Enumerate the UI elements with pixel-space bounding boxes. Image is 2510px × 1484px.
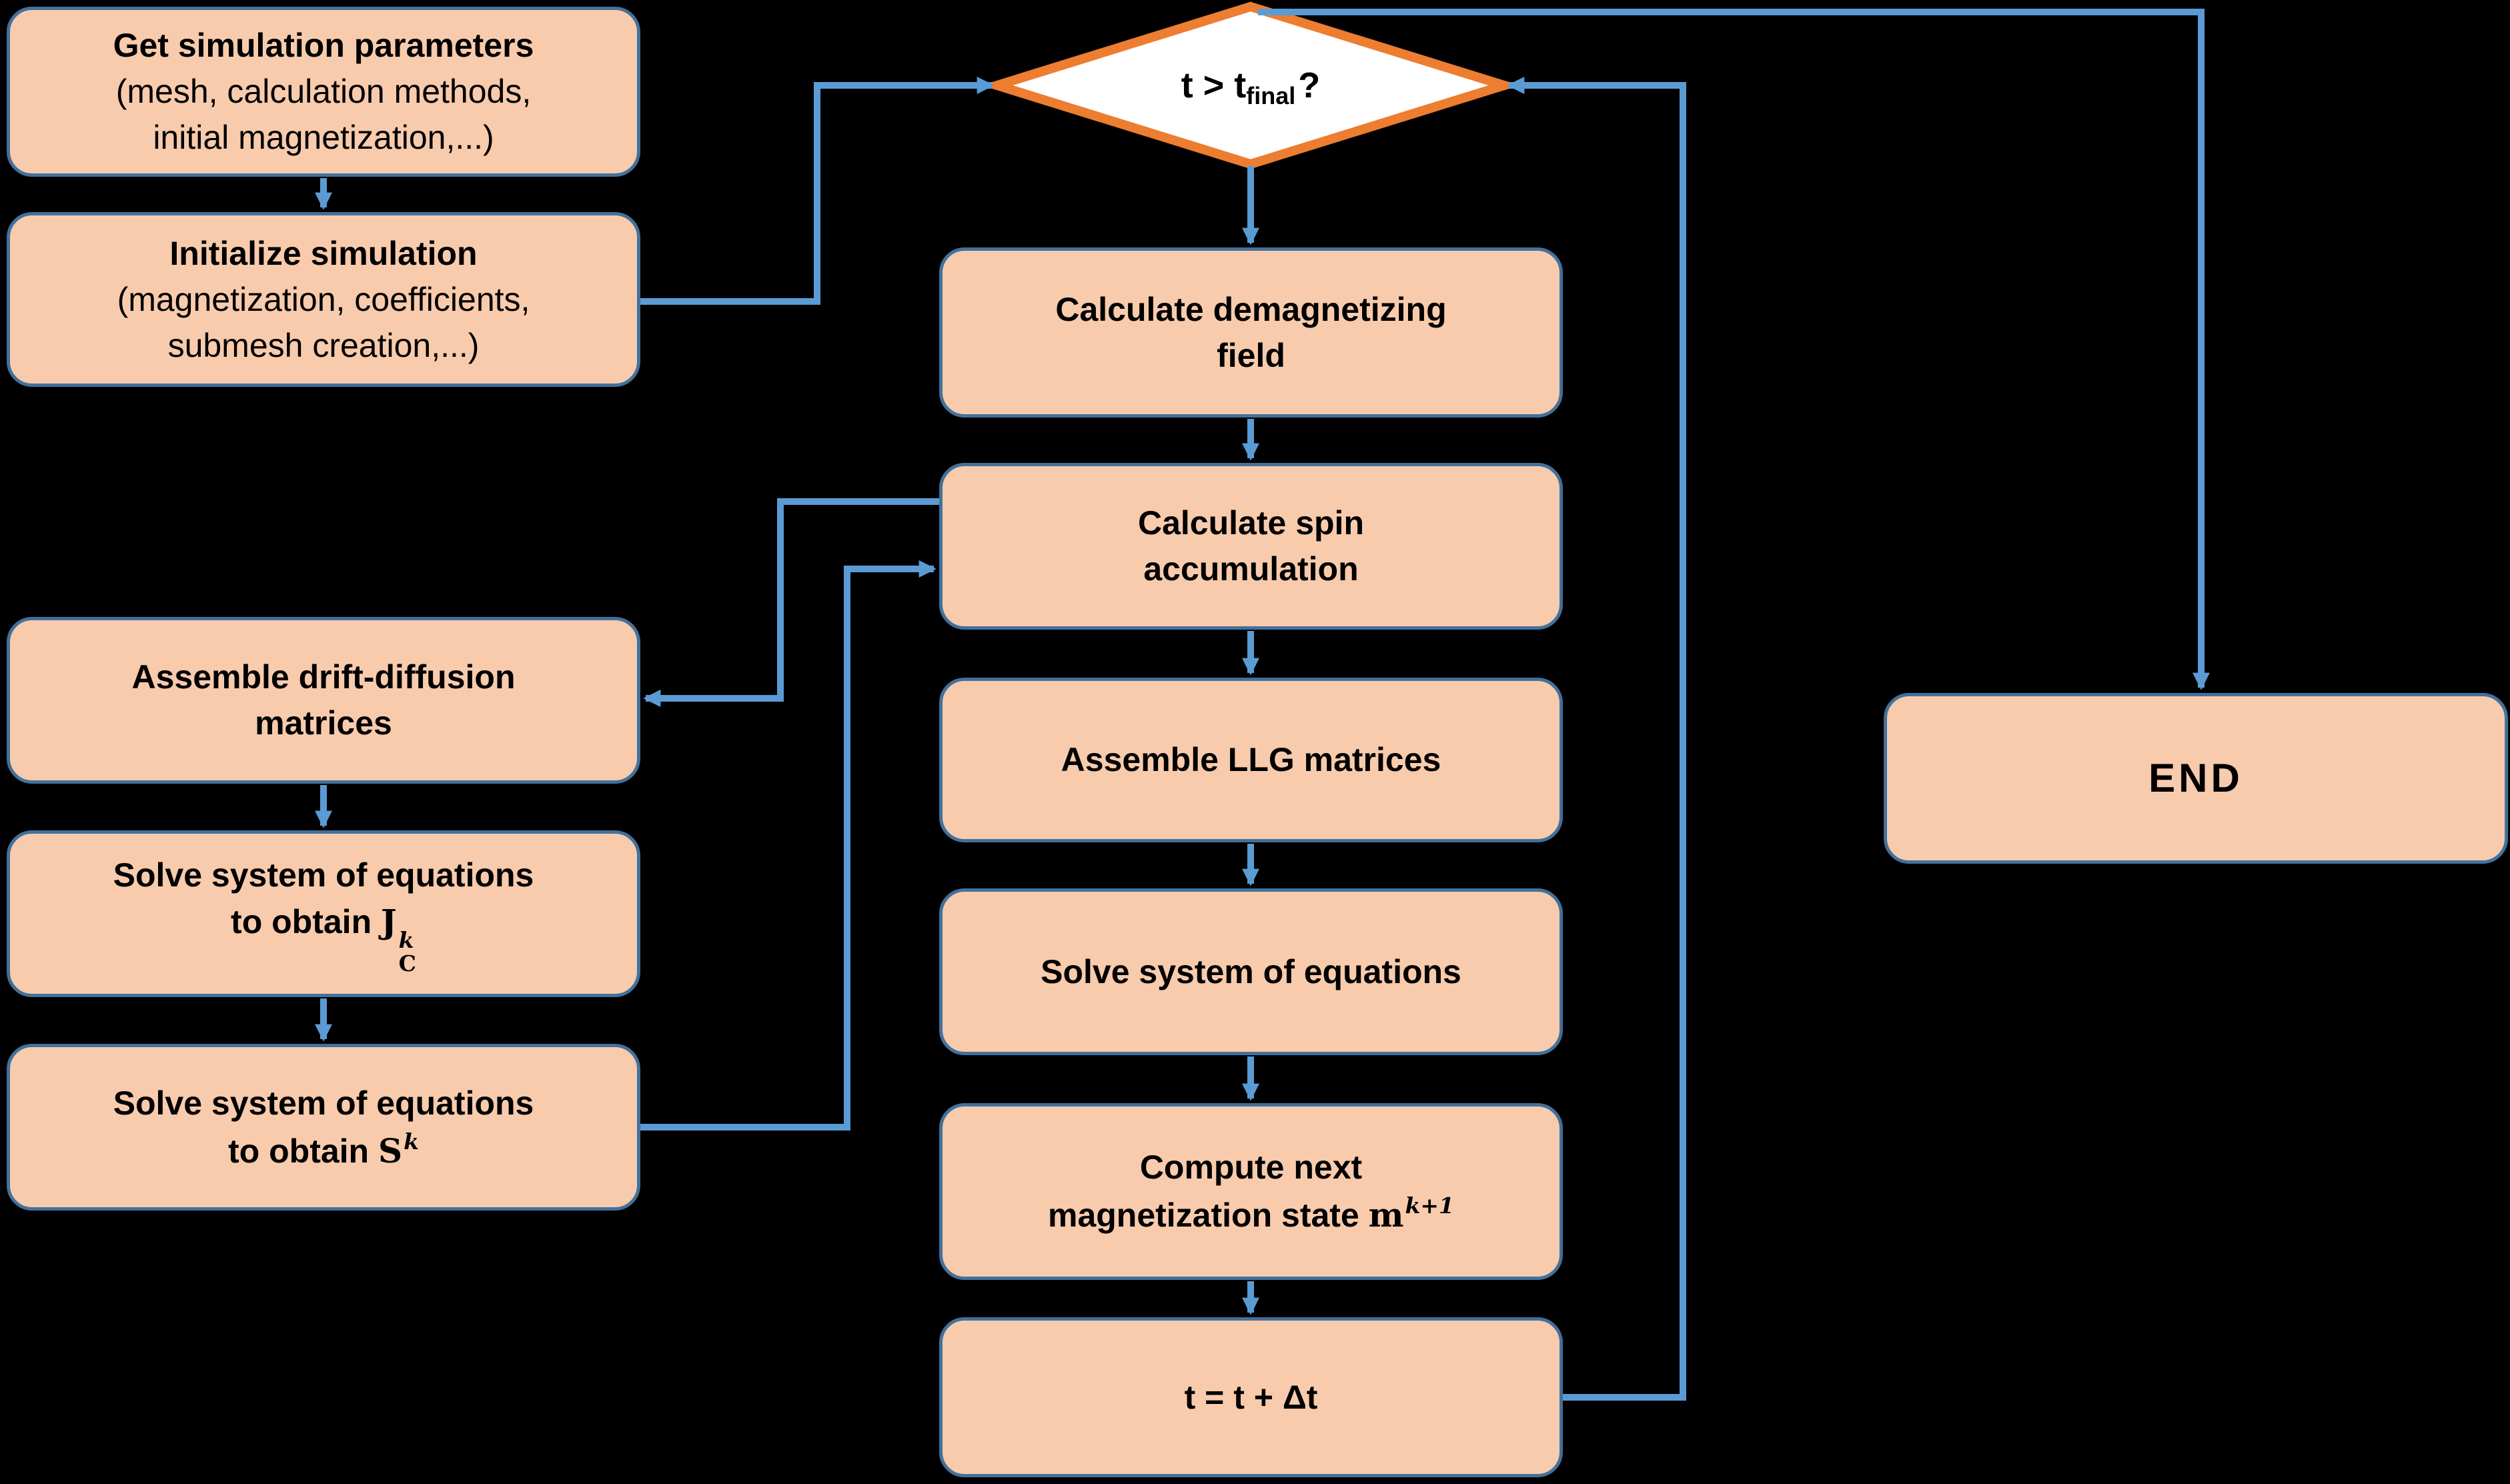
connector-tstep-to-decision	[1507, 77, 1686, 1401]
node-detail-line: initial magnetization,...)	[153, 119, 494, 156]
node-assemble-llg-matrices: Assemble LLG matrices	[939, 678, 1563, 842]
node-label-line: Assemble drift-diffusion	[131, 658, 516, 696]
node-detail-line: (magnetization, coefficients,	[117, 280, 530, 318]
math-symbol-m: mk+1	[1369, 1191, 1454, 1238]
node-label-prefix: to obtain	[228, 1132, 378, 1170]
math-base: m	[1368, 1195, 1404, 1235]
math-superscript: k	[404, 1128, 419, 1155]
node-get-simulation-parameters: Get simulation parameters (mesh, calcula…	[7, 7, 640, 177]
node-label-line: Calculate demagnetizing	[1055, 290, 1447, 328]
connector-spin-to-drift	[643, 498, 940, 707]
node-calculate-demagnetizing-field: Calculate demagnetizing field	[939, 247, 1563, 418]
node-label-prefix: to obtain	[231, 902, 381, 940]
node-calculate-spin-accumulation: Calculate spin accumulation	[939, 463, 1563, 630]
decision-diamond-shape	[981, 1, 1520, 169]
decision-text-prefix: t > t	[1181, 65, 1247, 105]
connector-decision-to-end	[1258, 9, 2210, 690]
decision-text-subscript: final	[1246, 82, 1296, 109]
math-subscript: C	[398, 950, 416, 976]
node-label-line: field	[1217, 336, 1285, 374]
node-title: Initialize simulation	[169, 234, 478, 272]
math-base: J	[381, 901, 397, 941]
node-label-line: Solve system of equations	[1041, 952, 1461, 990]
math-superscript: k+1	[1405, 1193, 1455, 1219]
node-label-line: matrices	[255, 704, 392, 742]
math-superscript: k	[398, 926, 414, 953]
node-label-line: Compute next	[1139, 1149, 1363, 1186]
math-symbol-s: Sk	[378, 1127, 419, 1174]
node-label-line: Calculate spin	[1138, 504, 1364, 542]
node-detail-line: (mesh, calculation methods,	[115, 73, 532, 110]
node-label-line: Assemble LLG matrices	[1061, 741, 1441, 778]
node-solve-equations-s: Solve system of equations to obtain Sk	[7, 1044, 640, 1211]
node-title: Get simulation parameters	[113, 27, 534, 64]
node-label-line: accumulation	[1143, 550, 1359, 588]
node-label-prefix: magnetization state	[1047, 1197, 1369, 1234]
node-end: END	[1884, 693, 2508, 864]
math-base: S	[378, 1131, 403, 1171]
node-label-line: Solve system of equations	[113, 856, 534, 894]
node-label-line: Solve system of equations	[113, 1084, 534, 1122]
node-time-increment: t = t + Δt	[939, 1317, 1563, 1477]
decision-text-suffix: ?	[1298, 65, 1321, 105]
node-label-line: END	[2148, 755, 2243, 800]
connector-solves-to-spin	[639, 560, 936, 1131]
node-label-line: magnetization state mk+1	[1048, 1191, 1454, 1239]
node-label-line: to obtain Sk	[228, 1127, 419, 1175]
node-solve-system-of-equations: Solve system of equations	[939, 888, 1563, 1055]
connector-init-to-decision	[638, 77, 995, 305]
node-initialize-simulation: Initialize simulation (magnetization, co…	[7, 212, 640, 387]
node-label-line: t = t + Δt	[1184, 1378, 1318, 1416]
node-compute-next-magnetization-state: Compute next magnetization state mk+1	[939, 1103, 1563, 1280]
node-detail-line: submesh creation,...)	[167, 326, 480, 364]
node-assemble-drift-diffusion-matrices: Assemble drift-diffusion matrices	[7, 617, 640, 784]
